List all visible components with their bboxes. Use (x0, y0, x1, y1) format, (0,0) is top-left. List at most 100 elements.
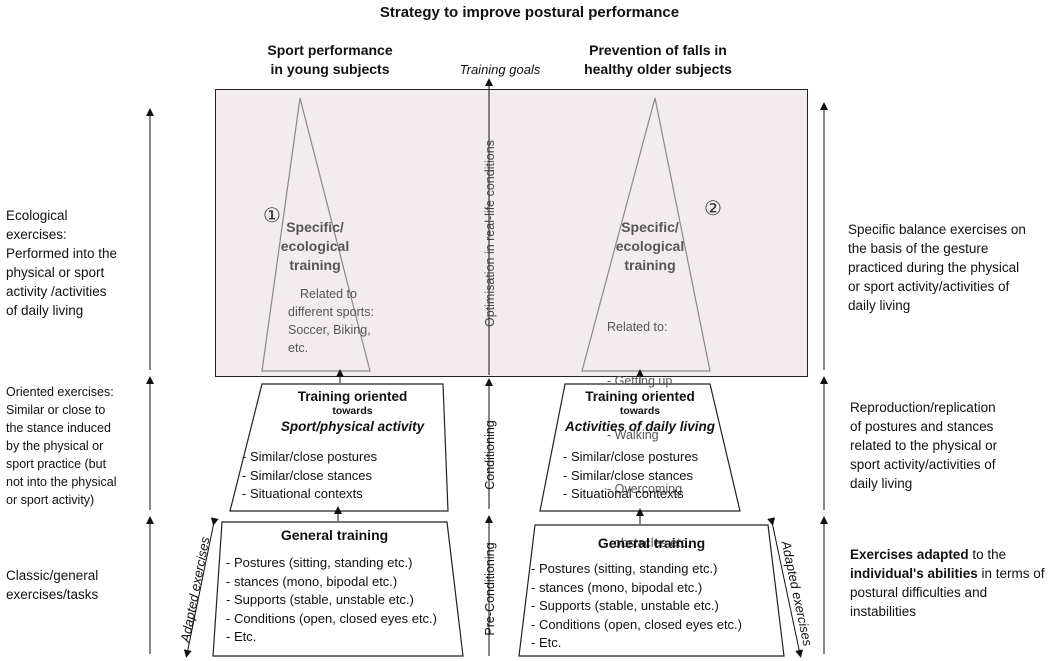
general-left-list: - Postures (sitting, standing etc.) - st… (226, 554, 461, 647)
specific-training-panel (215, 89, 808, 377)
pre-conditioning-label: Pre-Conditioning (483, 542, 497, 636)
general-right-item: - Etc. (531, 635, 562, 650)
left-ecological-text: Ecological exercises: Performed into the… (6, 206, 146, 320)
pyramid-left-title: Specific/ ecological training (255, 218, 375, 275)
right-reproduction-line: related to the physical or (850, 438, 998, 453)
general-left-title: General training (280, 527, 389, 543)
right-specific-line: Specific balance exercises on (848, 222, 1026, 237)
oriented-left-target: Sport/physical activity (280, 419, 425, 434)
left-oriented-text: Oriented exercises: Similar or close to … (6, 383, 151, 509)
general-right-item: - stances (mono, bipodal etc.) (531, 579, 703, 595)
right-reproduction-line: of postures and stances (850, 419, 994, 434)
general-left-item: - Conditions (open, closed eyes etc.) (226, 610, 437, 626)
left-oriented-line: the stance induced (6, 421, 111, 435)
oriented-left-header: Training oriented towards Sport/physical… (262, 388, 443, 436)
left-ecological-line: Performed into the (6, 246, 118, 261)
oriented-right-list: - Similar/close postures - Similar/close… (563, 448, 738, 504)
left-oriented-line: by the physical or (6, 439, 104, 453)
left-ecological-line: activity /activities (6, 284, 107, 299)
diagram-title: Strategy to improve postural performance (379, 4, 680, 21)
right-adapted-line: instabilities (850, 604, 917, 619)
right-adapted-bold: Exercises adapted (850, 547, 969, 562)
right-header-line-2: healthy older subjects (584, 61, 732, 77)
pyramid-left-title-line: ecological (280, 238, 350, 254)
left-oriented-line: Oriented exercises: (6, 385, 114, 399)
right-reproduction-line: sport activity/activities of (850, 457, 996, 472)
general-right-title: General training (597, 535, 706, 551)
general-right-item: - Conditions (open, closed eyes etc.) (531, 616, 742, 632)
right-header-line-1: Prevention of falls in (589, 42, 727, 58)
oriented-left-item: - Similar/close stances (242, 467, 373, 483)
pyramid-right-related: Related to: - Getting up - Walking - Ove… (607, 282, 717, 570)
pyramid-right-related-line: - Getting up (607, 374, 673, 388)
training-goals-label: Training goals (459, 62, 541, 77)
left-header-line-1: Sport performance (267, 42, 393, 58)
general-right-list: - Postures (sitting, standing etc.) - st… (531, 560, 776, 653)
general-left-item: - Postures (sitting, standing etc.) (226, 555, 413, 570)
pyramid-right-related-line: Related to: (607, 320, 668, 334)
right-specific-line: the basis of the gesture (848, 241, 989, 256)
oriented-left-item: - Situational contexts (242, 486, 363, 501)
left-classic-line: Classic/general (6, 568, 99, 583)
adapted-right-arrow (767, 517, 804, 658)
right-specific-line: daily living (848, 298, 911, 313)
oriented-right-towards: towards (619, 405, 661, 417)
right-adapted-text: Exercises adapted to the individual's ab… (850, 545, 1055, 621)
general-left-item: - stances (mono, bipodal etc.) (226, 573, 398, 589)
right-reproduction-line: Reproduction/replication (850, 400, 996, 415)
general-left-item: - Etc. (226, 629, 257, 644)
oriented-left-shape (229, 383, 449, 512)
pyramid-right-title-line: training (624, 257, 676, 273)
right-reproduction-text: Reproduction/replication of postures and… (850, 398, 1055, 493)
left-ecological-line: Ecological (6, 208, 68, 223)
left-ecological-line: physical or sport (6, 265, 105, 280)
right-reproduction-line: daily living (850, 476, 913, 491)
left-classic-text: Classic/general exercises/tasks (6, 566, 146, 604)
adapted-left-arrow (183, 517, 219, 658)
oriented-left-towards: towards (332, 405, 373, 417)
right-specific-line: or sport activity/activities of (848, 279, 1010, 294)
left-oriented-line: not into the physical (6, 475, 117, 489)
pyramid-right-related-line: obstacles etc. (607, 536, 691, 550)
oriented-right-shape (539, 383, 741, 512)
pyramid-right-title-line: ecological (615, 238, 685, 254)
pyramid-left-related-line: Soccer, Biking, (288, 323, 371, 337)
pyramid-right-related-line: - Overcoming (607, 482, 683, 496)
oriented-right-item: - Situational contexts (563, 486, 684, 501)
right-adapted-plain: to the (968, 547, 1007, 562)
oriented-right-item: - Similar/close stances (563, 467, 694, 483)
oriented-right-title: Training oriented (585, 389, 695, 404)
pyramid-left-shape (261, 97, 371, 372)
pyramid-left-number: ① (263, 203, 281, 227)
oriented-right-item: - Similar/close postures (563, 449, 699, 464)
left-column-header: Sport performance in young subjects (240, 41, 420, 79)
pyramid-left-title-line: training (289, 257, 341, 273)
pyramid-right-title: Specific/ ecological training (590, 218, 710, 275)
left-ecological-line: of daily living (6, 303, 84, 318)
pyramid-right-title-line: Specific/ (621, 219, 679, 235)
general-left-item: - Supports (stable, unstable etc.) (226, 592, 414, 607)
pyramid-right-related-line: - Walking (607, 428, 659, 442)
left-oriented-line: or sport activity) (6, 493, 95, 507)
optimisation-label: Optimisation in real-life conditions (483, 140, 497, 327)
pyramid-left-related-line: different sports: (288, 305, 374, 319)
general-right-item: - Supports (stable, unstable etc.) (531, 598, 719, 613)
conditioning-label: Conditioning (483, 420, 497, 490)
pyramid-left-title-line: Specific/ (286, 219, 344, 235)
left-header-line-2: in young subjects (270, 61, 390, 77)
right-adapted-plain: in terms of (977, 566, 1045, 581)
right-column-header: Prevention of falls in healthy older sub… (558, 41, 758, 79)
pyramid-left-related-line: Related to (300, 287, 357, 301)
oriented-left-title: Training oriented (297, 389, 408, 404)
left-ecological-line: exercises: (6, 227, 67, 242)
general-right-item: - Postures (sitting, standing etc.) (531, 561, 718, 576)
pyramid-left-related: Related to different sports: Soccer, Bik… (288, 285, 398, 357)
right-specific-line: practiced during the physical (848, 260, 1020, 275)
oriented-right-header: Training oriented towards Activities of … (555, 388, 725, 436)
right-adapted-bold: individual's abilities (850, 566, 978, 581)
pyramid-left-related-line: etc. (288, 341, 309, 355)
oriented-left-list: - Similar/close postures - Similar/close… (242, 448, 442, 504)
left-oriented-line: sport practice (but (6, 457, 107, 471)
oriented-right-target: Activities of daily living (564, 419, 716, 434)
